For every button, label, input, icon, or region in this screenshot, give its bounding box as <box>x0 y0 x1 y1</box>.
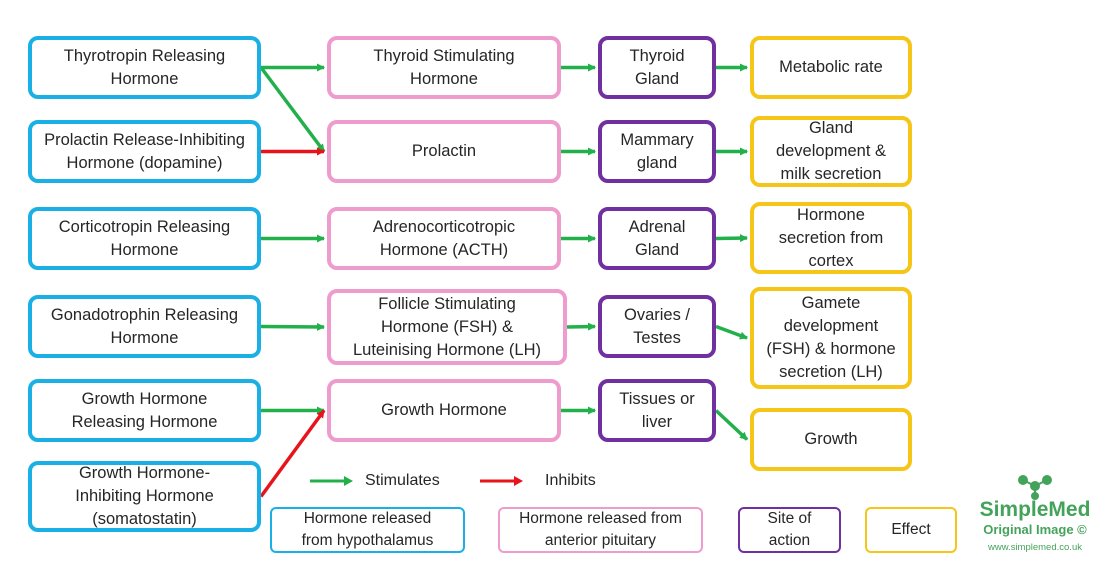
pituitary-label: Thyroid Stimulating Hormone <box>373 46 515 88</box>
legend-stimulates-label: Stimulates <box>365 472 440 489</box>
pituitary-box-prolactin: Prolactin <box>327 120 561 183</box>
stimulate-arrow-tissues-to-growth <box>714 409 749 441</box>
logo-name: SimpleMed <box>979 498 1091 521</box>
hypothalamus-box-gnrh: Gonadotrophin Releasing Hormone <box>28 295 261 358</box>
legend-inhibits-arrow <box>480 476 523 486</box>
effect-box-cortex: Hormone secretion from cortex <box>750 202 912 274</box>
effect-label: Hormone secretion from cortex <box>778 205 884 270</box>
stimulate-arrow-gnrh-to-fshlh <box>260 322 325 331</box>
stimulate-arrow-gonads-to-gamete <box>715 324 748 340</box>
pituitary-label: Prolactin <box>411 142 477 160</box>
legend-effect-key-label: Effect <box>891 521 931 538</box>
site-box-adrenal: Adrenal Gland <box>598 207 716 270</box>
site-label: Mammary gland <box>620 130 694 172</box>
stimulate-arrow-trh-to-prl <box>259 66 326 153</box>
hypothalamus-label: Growth Hormone Releasing Hormone <box>71 389 218 431</box>
pituitary-box-tsh: Thyroid Stimulating Hormone <box>327 36 561 99</box>
pituitary-box-growth-hormone: Growth Hormone <box>327 379 561 442</box>
effect-box-growth: Growth <box>750 408 912 471</box>
inhibit-arrow-ghih-to-gh <box>259 409 326 498</box>
effect-label: Gland development & milk secretion <box>775 119 887 183</box>
logo-url: www.simplemed.co.uk <box>988 542 1082 553</box>
site-box-gonads: Ovaries / Testes <box>598 295 716 358</box>
stimulate-arrow-adrenal-to-cortex <box>715 234 748 243</box>
hypothalamus-label: Prolactin Release-Inhibiting Hormone (do… <box>44 130 245 172</box>
hypothalamus-label: Growth Hormone- Inhibiting Hormone (soma… <box>75 464 214 528</box>
legend-hypothalamus-key: Hormone released from hypothalamus <box>270 507 465 553</box>
legend-inhibits-label: Inhibits <box>545 472 596 489</box>
hypothalamus-box-trh: Thyrotropin Releasing Hormone <box>28 36 261 99</box>
legend-effect-key: Effect <box>865 507 957 553</box>
pituitary-label: Follicle Stimulating Hormone (FSH) & Lut… <box>352 294 541 359</box>
hypothalamus-box-crh: Corticotropin Releasing Hormone <box>28 207 261 270</box>
site-label: Adrenal Gland <box>628 217 686 259</box>
effect-box-metabolic: Metabolic rate <box>750 36 912 99</box>
stimulate-arrow-fshlh-to-gonads <box>566 322 596 331</box>
site-label: Tissues or liver <box>619 389 695 431</box>
hypothalamus-box-pih: Prolactin Release-Inhibiting Hormone (do… <box>28 120 261 183</box>
effect-box-milk: Gland development & milk secretion <box>750 116 912 187</box>
hypothalamus-box-ghrh: Growth Hormone Releasing Hormone <box>28 379 261 442</box>
logo-subtitle: Original Image © <box>983 522 1087 537</box>
hypothalamus-label: Thyrotropin Releasing Hormone <box>63 46 226 88</box>
legend-hypothalamus-key-label: Hormone released from hypothalamus <box>301 510 434 549</box>
effect-label: Growth <box>804 430 858 448</box>
effect-box-gamete: Gamete development (FSH) & hormone secre… <box>750 287 912 389</box>
molecule-icon <box>1018 475 1052 500</box>
hypothalamus-label: Gonadotrophin Releasing Hormone <box>50 305 239 347</box>
legend-pituitary-key-label: Hormone released from anterior pituitary <box>519 510 682 549</box>
legend-site-key-label: Site of action <box>767 510 812 549</box>
hypothalamus-label: Corticotropin Releasing Hormone <box>58 217 231 259</box>
site-label: Ovaries / Testes <box>623 305 691 347</box>
pituitary-label: Growth Hormone <box>381 401 507 419</box>
legend-site-key: Site of action <box>738 507 841 553</box>
site-label: Thyroid Gland <box>629 46 685 88</box>
pituitary-label: Adrenocorticotropic Hormone (ACTH) <box>372 217 516 259</box>
legend-pituitary-key: Hormone released from anterior pituitary <box>498 507 703 553</box>
site-box-tissues: Tissues or liver <box>598 379 716 442</box>
effect-label: Metabolic rate <box>779 58 883 76</box>
site-box-thyroid: Thyroid Gland <box>598 36 716 99</box>
pituitary-box-acth: Adrenocorticotropic Hormone (ACTH) <box>327 207 561 270</box>
simplemed-logo: SimpleMed Original Image © www.simplemed… <box>965 474 1105 566</box>
site-box-mammary: Mammary gland <box>598 120 716 183</box>
pituitary-box-fsh-lh: Follicle Stimulating Hormone (FSH) & Lut… <box>327 289 567 365</box>
legend-stimulates-arrow <box>310 476 353 486</box>
effect-label: Gamete development (FSH) & hormone secre… <box>766 294 896 381</box>
hypothalamus-box-ghih: Growth Hormone- Inhibiting Hormone (soma… <box>28 461 261 532</box>
